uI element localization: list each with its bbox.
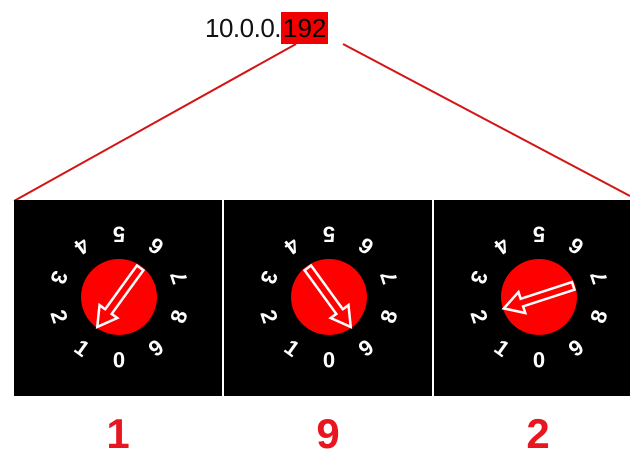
- connector-line-right: [342, 43, 630, 197]
- digit-label-2: 9: [316, 410, 340, 457]
- dial-pointer-arrow: [302, 263, 353, 329]
- dial-number-5: 5: [113, 222, 125, 247]
- dial-number-7: 7: [375, 268, 403, 287]
- dial-number-6: 6: [354, 232, 379, 259]
- dial-number-0: 0: [323, 348, 335, 373]
- ip-address: 10.0.0.192: [205, 12, 329, 44]
- dial-number-2: 2: [255, 307, 283, 326]
- dial-number-5: 5: [533, 222, 545, 247]
- dial-number-3: 3: [45, 268, 73, 287]
- dial-face: [501, 259, 577, 335]
- dial-number-8: 8: [585, 307, 613, 326]
- dial-number-2: 2: [45, 307, 73, 326]
- connector-line-left: [13, 43, 297, 202]
- dial-number-0: 0: [533, 348, 545, 373]
- dial-number-7: 7: [165, 268, 193, 287]
- dial-face: [81, 259, 157, 335]
- dial-number-1: 1: [70, 334, 95, 361]
- dial-number-9: 9: [354, 334, 379, 361]
- dial-number-5: 5: [323, 222, 335, 247]
- dial-number-8: 8: [375, 307, 403, 326]
- dial-number-3: 3: [255, 268, 283, 287]
- dial-number-4: 4: [489, 232, 514, 260]
- dial-number-1: 1: [280, 334, 305, 361]
- dial-number-1: 1: [490, 334, 515, 361]
- dial-number-6: 6: [564, 232, 589, 259]
- dial-number-4: 4: [69, 232, 94, 260]
- dial-number-3: 3: [465, 268, 493, 287]
- dial-pointer-arrow: [95, 263, 146, 329]
- dial-number-9: 9: [144, 334, 169, 361]
- dial-number-9: 9: [564, 334, 589, 361]
- dial-number-4: 4: [279, 232, 304, 260]
- dial-number-6: 6: [144, 232, 169, 259]
- dial-number-0: 0: [113, 348, 125, 373]
- dial-number-8: 8: [165, 307, 193, 326]
- dial-pointer-arrow: [501, 280, 577, 315]
- dial-number-7: 7: [585, 268, 613, 287]
- digit-label-3: 2: [526, 410, 550, 457]
- dial-face: [291, 259, 367, 335]
- dial-number-2: 2: [465, 307, 493, 326]
- ip-highlighted-octet: 192: [281, 12, 329, 44]
- ip-prefix: 10.0.0.: [205, 12, 282, 43]
- digit-label-1: 1: [106, 410, 130, 457]
